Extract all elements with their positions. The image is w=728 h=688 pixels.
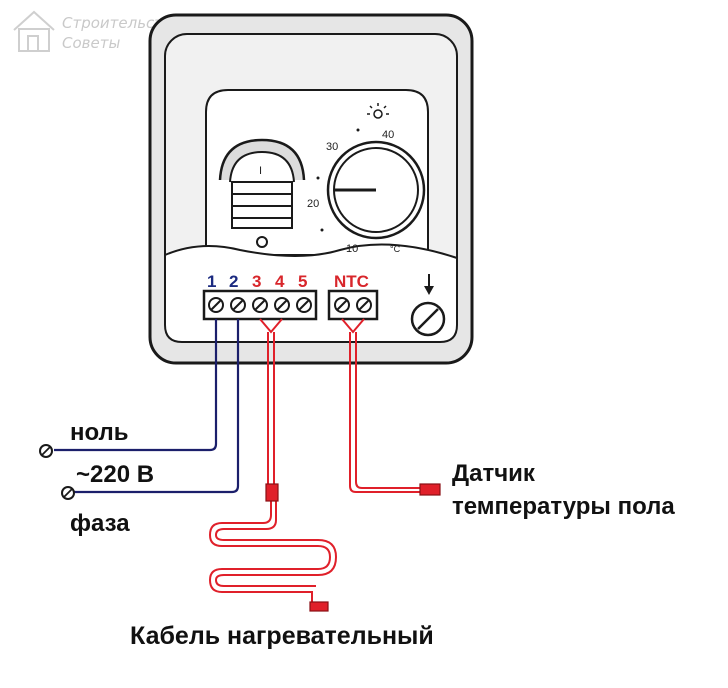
- diagram-labels: ноль ~220 В фаза Датчик температуры пола…: [70, 419, 675, 650]
- heating-cable: [208, 318, 338, 606]
- phase-connector-icon: [61, 486, 75, 500]
- heating-cable-junction: [259, 318, 283, 334]
- label-sensor-line2: температуры пола: [452, 493, 675, 520]
- sun-icon: [367, 103, 389, 119]
- heating-cable-coupler: [265, 483, 279, 502]
- terminal-block-ntc: [327, 289, 379, 321]
- dial-label-20: 20: [307, 198, 319, 210]
- label-heating-cable: Кабель нагревательный: [130, 622, 434, 650]
- dial-unit: °C: [390, 244, 401, 254]
- terminal-label-2: 2: [229, 272, 238, 291]
- calibration-screw[interactable]: [410, 274, 446, 337]
- house-logo-icon: [13, 10, 55, 52]
- dial-label-30: 30: [326, 141, 338, 153]
- label-voltage: ~220 В: [76, 461, 154, 488]
- floor-sensor-probe: [419, 483, 441, 496]
- terminal-label-4: 4: [275, 272, 285, 291]
- arrow-down-icon: [424, 286, 434, 295]
- neutral-wire: [54, 319, 218, 452]
- terminal-label-5: 5: [298, 272, 307, 291]
- thermostat: I 10 20 30 40 °C: [148, 13, 474, 365]
- dial-label-10: 10: [346, 243, 358, 255]
- phase-wire: [74, 319, 240, 494]
- switch-off-mark-icon: [256, 236, 268, 248]
- switch-on-mark: I: [259, 165, 262, 177]
- watermark: Строительство Советы: [13, 10, 181, 52]
- terminal-block-main: [202, 289, 318, 321]
- sensor-wire: [341, 318, 420, 493]
- power-switch[interactable]: I: [218, 138, 306, 248]
- heating-cable-end-cap: [309, 601, 329, 612]
- watermark-line1: Строительство: [62, 14, 181, 32]
- terminal-label-1: 1: [207, 272, 216, 291]
- terminal-label-3: 3: [252, 272, 261, 291]
- neutral-connector-icon: [39, 444, 53, 458]
- label-neutral: ноль: [70, 419, 129, 446]
- label-phase: фаза: [70, 510, 130, 537]
- terminal-label-ntc: NTC: [334, 272, 369, 291]
- watermark-line2: Советы: [62, 34, 120, 52]
- heating-cable-loop-inner: [214, 500, 338, 587]
- power-wires: [54, 319, 240, 494]
- label-sensor-line1: Датчик: [452, 460, 536, 487]
- heating-cable-loop-outer: [208, 500, 332, 606]
- temperature-dial[interactable]: 10 20 30 40 °C: [307, 103, 426, 255]
- terminal-labels: 1 2 3 4 5 NTC: [207, 272, 369, 291]
- dial-label-40: 40: [382, 129, 394, 141]
